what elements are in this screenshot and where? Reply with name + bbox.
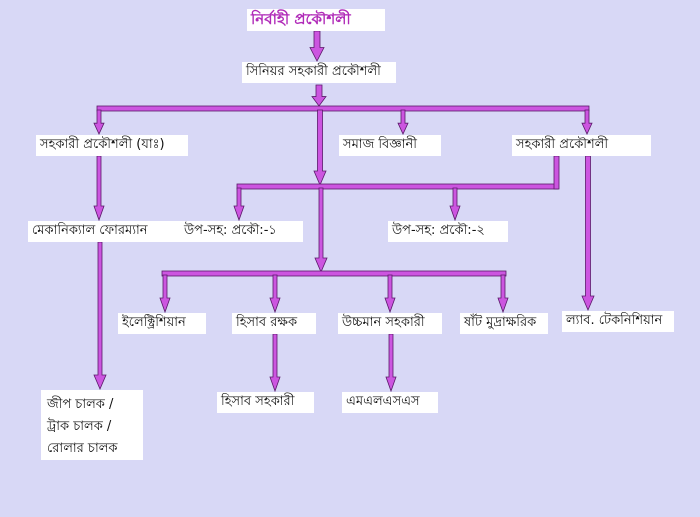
node-asst-engineer-mech: সহকারী প্রকৌশলী (যাঃ)	[36, 135, 188, 156]
driver-jeep: জীপ চালক /	[47, 397, 114, 412]
arrow-to-drivers	[93, 241, 107, 391]
arrow-to-asst-engineer-mech	[93, 109, 105, 135]
driver-roller: রোলার চালক	[47, 441, 118, 456]
bus-sub-engineers	[236, 183, 559, 190]
arrow-to-lab-technician	[581, 155, 595, 312]
driver-truck: ট্রাক চালক /	[47, 419, 112, 434]
bus-main	[96, 105, 590, 112]
arrow-executive-to-senior	[309, 30, 325, 62]
arrow-to-sub-asst-2	[449, 187, 461, 222]
node-executive-engineer: নির্বাহী প্রকৌশলী	[247, 9, 385, 31]
node-accountant: হিসাব রক্ষক	[232, 313, 316, 334]
node-sub-asst-engineer-1: উপ-সহ: প্রকৌ:-১	[180, 221, 303, 242]
node-lab-technician: ল্যাব. টেকনিশিয়ান	[562, 311, 674, 332]
arrow-to-accounts-assistant	[269, 333, 281, 393]
node-accounts-assistant: হিসাব সহকারী	[217, 392, 314, 413]
node-asst-engineer-right: সহকারী প্রকৌশলী	[512, 135, 651, 156]
node-mlss: এমএলএসএস	[342, 392, 438, 413]
arrow-to-mechanical-foreman	[93, 155, 105, 222]
node-drivers: জীপ চালক / ট্রাক চালক / রোলার চালক	[41, 390, 143, 460]
arrow-to-sociologist	[397, 109, 409, 135]
arrow-to-upper-division-asst	[384, 274, 396, 314]
arrow-to-cipher-typist	[497, 274, 509, 314]
arrow-to-asst-engineer-right	[581, 109, 593, 135]
node-electrician: ইলেক্ট্রিশিয়ান	[118, 313, 206, 334]
arrow-to-sub-bus	[313, 109, 327, 187]
arrow-to-accountant	[269, 274, 281, 314]
arrow-to-staff-bus	[314, 187, 328, 274]
node-upper-division-asst: উচ্চমান সহকারী	[338, 313, 442, 334]
node-senior-asst-engineer: সিনিয়র সহকারী প্রকৌশলী	[242, 62, 396, 83]
arrow-to-mlss	[385, 333, 397, 393]
node-sub-asst-engineer-2: উপ-সহ: প্রকৌ:-২	[388, 221, 508, 242]
link-asst-engineer-right-to-sub-bus	[553, 155, 560, 190]
arrow-senior-to-bus	[311, 84, 327, 107]
node-cipher-typist: ষাঁট মুদ্রাক্ষরিক	[460, 313, 548, 334]
arrow-to-electrician	[159, 274, 171, 314]
node-mechanical-foreman: মেকানিক্যাল ফোরম্যান	[28, 221, 186, 242]
bus-staff	[161, 270, 507, 277]
arrow-to-sub-asst-1	[233, 187, 245, 222]
node-sociologist: সমাজ বিজ্ঞানী	[339, 135, 441, 156]
